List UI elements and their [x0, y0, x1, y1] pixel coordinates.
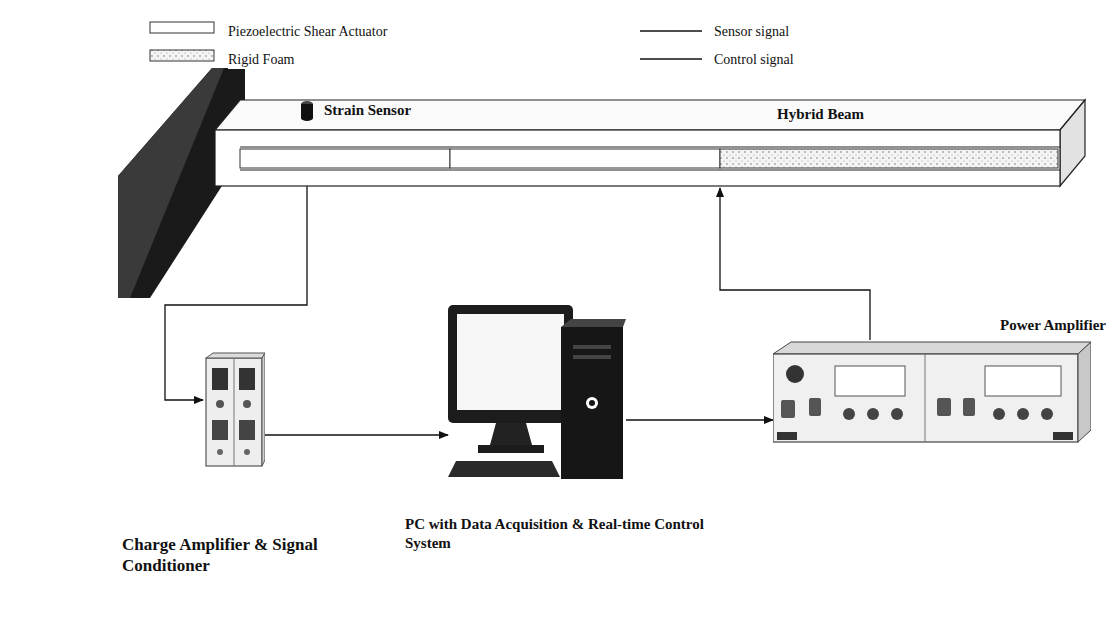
- legend-sample: [150, 22, 214, 33]
- sensor-signal-line: [265, 434, 448, 435]
- node-label: Charge Amplifier & Signal Conditioner: [120, 534, 324, 577]
- legend-sample: [640, 58, 702, 59]
- control-pc: PC with Data Acquisition & Real-time Con…: [448, 305, 626, 481]
- node-label: PC with Data Acquisition & Real-time Con…: [403, 515, 722, 553]
- power-illustration: [773, 340, 1091, 444]
- node-label: Strain Sensor: [324, 101, 411, 120]
- charge-amplifier: Charge Amplifier & Signal Conditioner: [203, 352, 265, 468]
- legend-sample: [640, 30, 702, 31]
- strain-sensor: Strain Sensor: [300, 100, 411, 122]
- node-label: Hybrid Beam: [775, 105, 866, 124]
- legend-label: Sensor signal: [714, 24, 789, 41]
- legend-label: Piezoelectric Shear Actuator: [228, 24, 387, 41]
- legend-sample: [150, 50, 214, 61]
- sensor-signal-line: [626, 419, 773, 420]
- sensor-icon: [300, 100, 314, 122]
- charge-illustration: [203, 352, 265, 468]
- power-amplifier: Power Amplifier: [773, 340, 1091, 444]
- pc-illustration: [448, 305, 626, 481]
- legend-label: Control signal: [714, 52, 794, 69]
- node-label: Power Amplifier: [998, 316, 1108, 335]
- control-signal-line: [720, 188, 870, 340]
- clamp-wall-face: [118, 68, 224, 298]
- hybrid-beam: Hybrid Beam Strain Sensor: [215, 96, 1090, 188]
- legend-label: Rigid Foam: [228, 52, 295, 69]
